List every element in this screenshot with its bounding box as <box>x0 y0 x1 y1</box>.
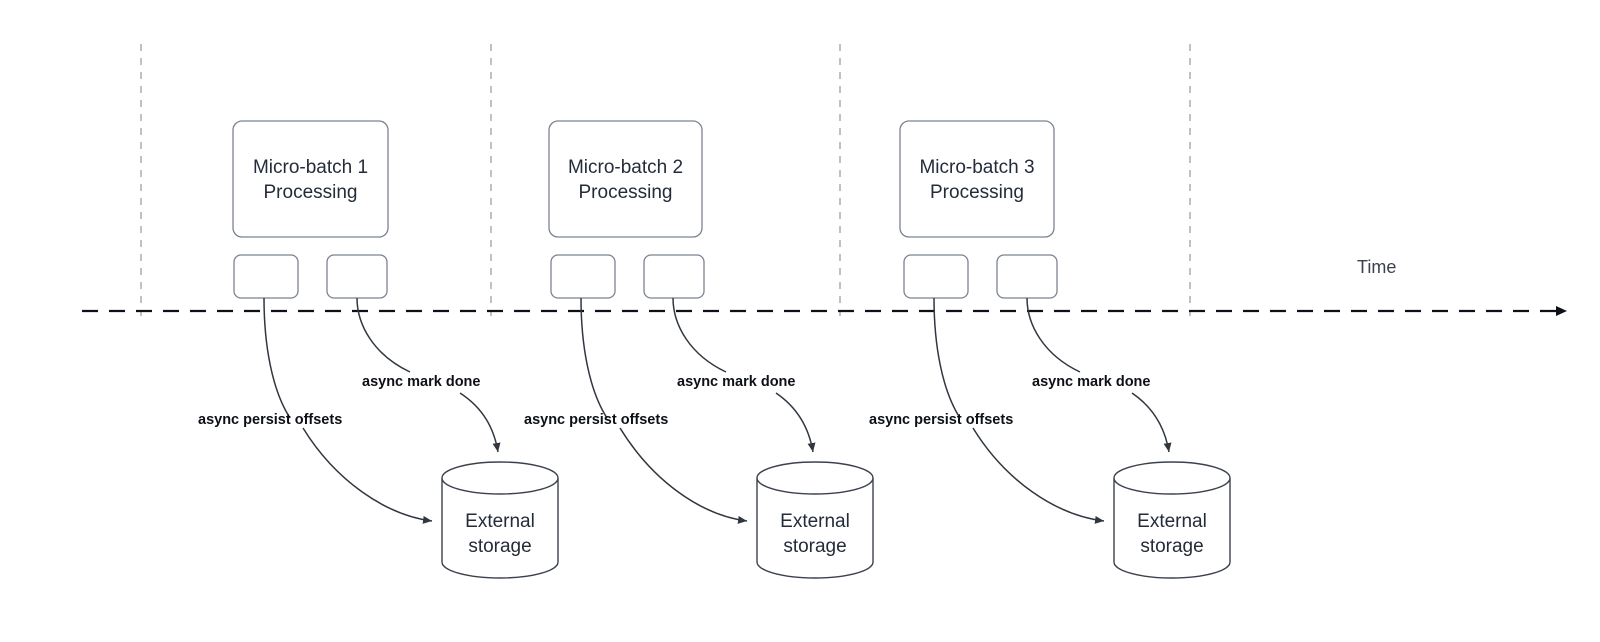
external-storage-label-1-line1: External <box>465 511 535 532</box>
task-box-persist-2[interactable] <box>550 254 616 299</box>
external-storage-top-2 <box>756 461 874 495</box>
micro-batch-label-2-line1: Micro-batch 2 <box>568 157 683 178</box>
micro-batch-group-3: Micro-batch 3 Processing async persist o… <box>869 120 1231 579</box>
micro-batch-label-3-line1: Micro-batch 3 <box>919 157 1034 178</box>
time-axis: Time <box>82 257 1567 316</box>
micro-batch-label-1-line1: Micro-batch 1 <box>253 157 368 178</box>
flow-persist-offsets-1 <box>263 297 291 419</box>
external-storage-body-2 <box>756 478 874 579</box>
flow-mark-done-1 <box>356 297 411 373</box>
edge-label-mark-done-2: async mark done <box>677 374 795 390</box>
tick-lines <box>140 44 1191 316</box>
external-storage-label-1-line2: storage <box>468 536 531 557</box>
flow-mark-done-2b <box>775 392 816 453</box>
flow-mark-done-3 <box>1026 297 1081 373</box>
flow-persist-offsets-3 <box>933 297 961 419</box>
task-box-persist-1[interactable] <box>233 254 299 299</box>
flow-mark-done-3b <box>1131 392 1172 453</box>
external-storage-top-1 <box>441 461 559 495</box>
external-storage-label-2-line2: storage <box>783 536 846 557</box>
micro-batch-group-2: Micro-batch 2 Processing async persist o… <box>524 120 874 579</box>
external-storage-body-1 <box>441 478 559 579</box>
micro-batch-label-2-line2: Processing <box>579 182 673 203</box>
micro-batch-box-3[interactable] <box>899 120 1055 238</box>
task-box-mark-2[interactable] <box>643 254 705 299</box>
time-axis-label: Time <box>1357 257 1396 277</box>
edge-label-persist-offsets-1: async persist offsets <box>198 412 342 428</box>
flow-persist-offsets-2b <box>619 427 748 524</box>
external-storage-top-3 <box>1113 461 1231 495</box>
micro-batch-label-3-line2: Processing <box>930 182 1024 203</box>
flow-mark-done-1b <box>459 392 501 453</box>
micro-batch-box-1[interactable] <box>232 120 389 238</box>
flow-persist-offsets-1b <box>302 427 433 524</box>
micro-batch-box-2[interactable] <box>548 120 703 238</box>
edge-label-mark-done-3: async mark done <box>1032 374 1150 390</box>
task-box-mark-1[interactable] <box>326 254 388 299</box>
flow-persist-offsets-2 <box>580 297 608 419</box>
micro-batch-group-1: Micro-batch 1 Processing async persist o… <box>198 120 559 579</box>
task-box-mark-3[interactable] <box>996 254 1058 299</box>
external-storage-label-2-line1: External <box>780 511 850 532</box>
micro-batch-label-1-line2: Processing <box>264 182 358 203</box>
edge-label-mark-done-1: async mark done <box>362 374 480 390</box>
external-storage-label-3-line2: storage <box>1140 536 1203 557</box>
task-box-persist-3[interactable] <box>903 254 969 299</box>
flow-mark-done-2 <box>672 297 727 373</box>
external-storage-body-3 <box>1113 478 1231 579</box>
flow-persist-offsets-3b <box>972 427 1105 524</box>
external-storage-label-3-line1: External <box>1137 511 1207 532</box>
edge-label-persist-offsets-3: async persist offsets <box>869 412 1013 428</box>
edge-label-persist-offsets-2: async persist offsets <box>524 412 668 428</box>
